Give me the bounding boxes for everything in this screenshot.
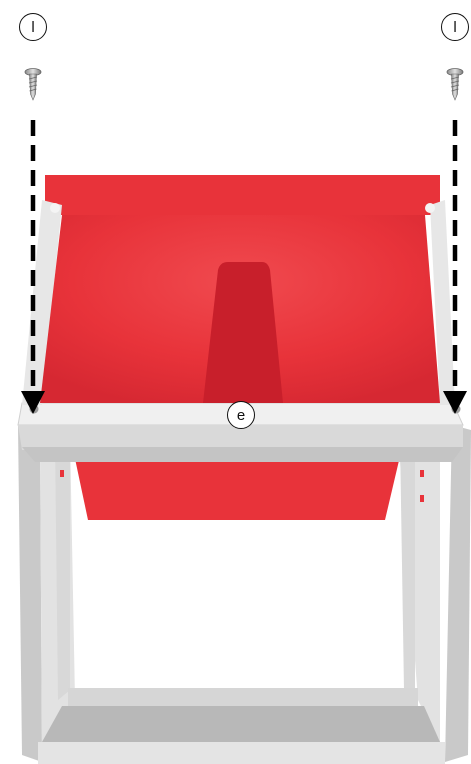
right-leg-outer <box>445 425 471 762</box>
basin-back-rim <box>45 175 440 215</box>
left-leg-outer <box>18 425 42 762</box>
bottom-shelf-top <box>68 688 418 706</box>
screw-callout-left: l <box>19 13 47 41</box>
frame-stand <box>18 425 471 764</box>
basin-hole-right <box>425 203 435 213</box>
rim-front-shade <box>22 447 463 462</box>
screw-icon <box>447 69 463 101</box>
right-leg-side <box>400 440 415 700</box>
screw-callout-right: l <box>441 13 469 41</box>
frame-part-callout: e <box>227 401 255 429</box>
bottom-bar <box>38 742 445 764</box>
bottom-shelf-front <box>42 706 440 742</box>
basin-hole-left <box>50 203 60 213</box>
basin <box>22 175 455 405</box>
screw-icon <box>25 69 41 101</box>
